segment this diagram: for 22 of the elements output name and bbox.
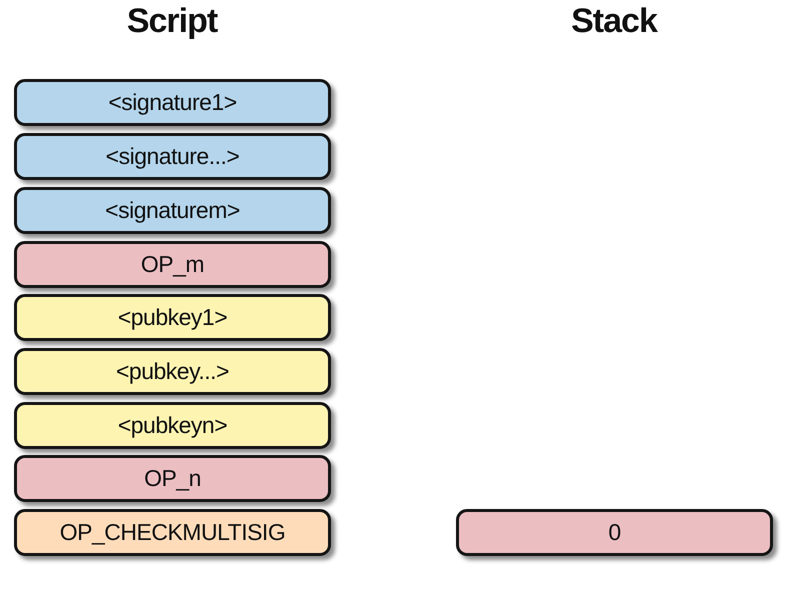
item-label: <pubkey1>: [118, 304, 228, 331]
stack-item-box: [14, 402, 331, 449]
stack-item-box: [14, 509, 331, 556]
item-label: OP_m: [140, 251, 204, 278]
item-label: <pubkeyn>: [118, 412, 228, 439]
stack-item-box: [14, 79, 331, 126]
stack-item-box: [14, 187, 331, 234]
item-label: <signature1>: [108, 89, 237, 116]
item-label: <signature...>: [106, 143, 240, 170]
stack-item-box: [14, 133, 331, 180]
column-heading: Stack: [570, 2, 659, 41]
stack-item-box: [456, 509, 773, 556]
stack-item-box: [14, 348, 331, 395]
stack-item-box: [14, 241, 331, 288]
item-label: OP_n: [144, 465, 201, 492]
item-label: <pubkey...>: [116, 358, 229, 385]
stack-item-box: [14, 455, 331, 502]
stack-item-box: [14, 294, 331, 341]
item-label: <signaturem>: [105, 197, 240, 224]
column-heading: Script: [126, 2, 219, 41]
item-label: 0: [608, 519, 621, 546]
item-label: OP_CHECKMULTISIG: [60, 519, 286, 546]
